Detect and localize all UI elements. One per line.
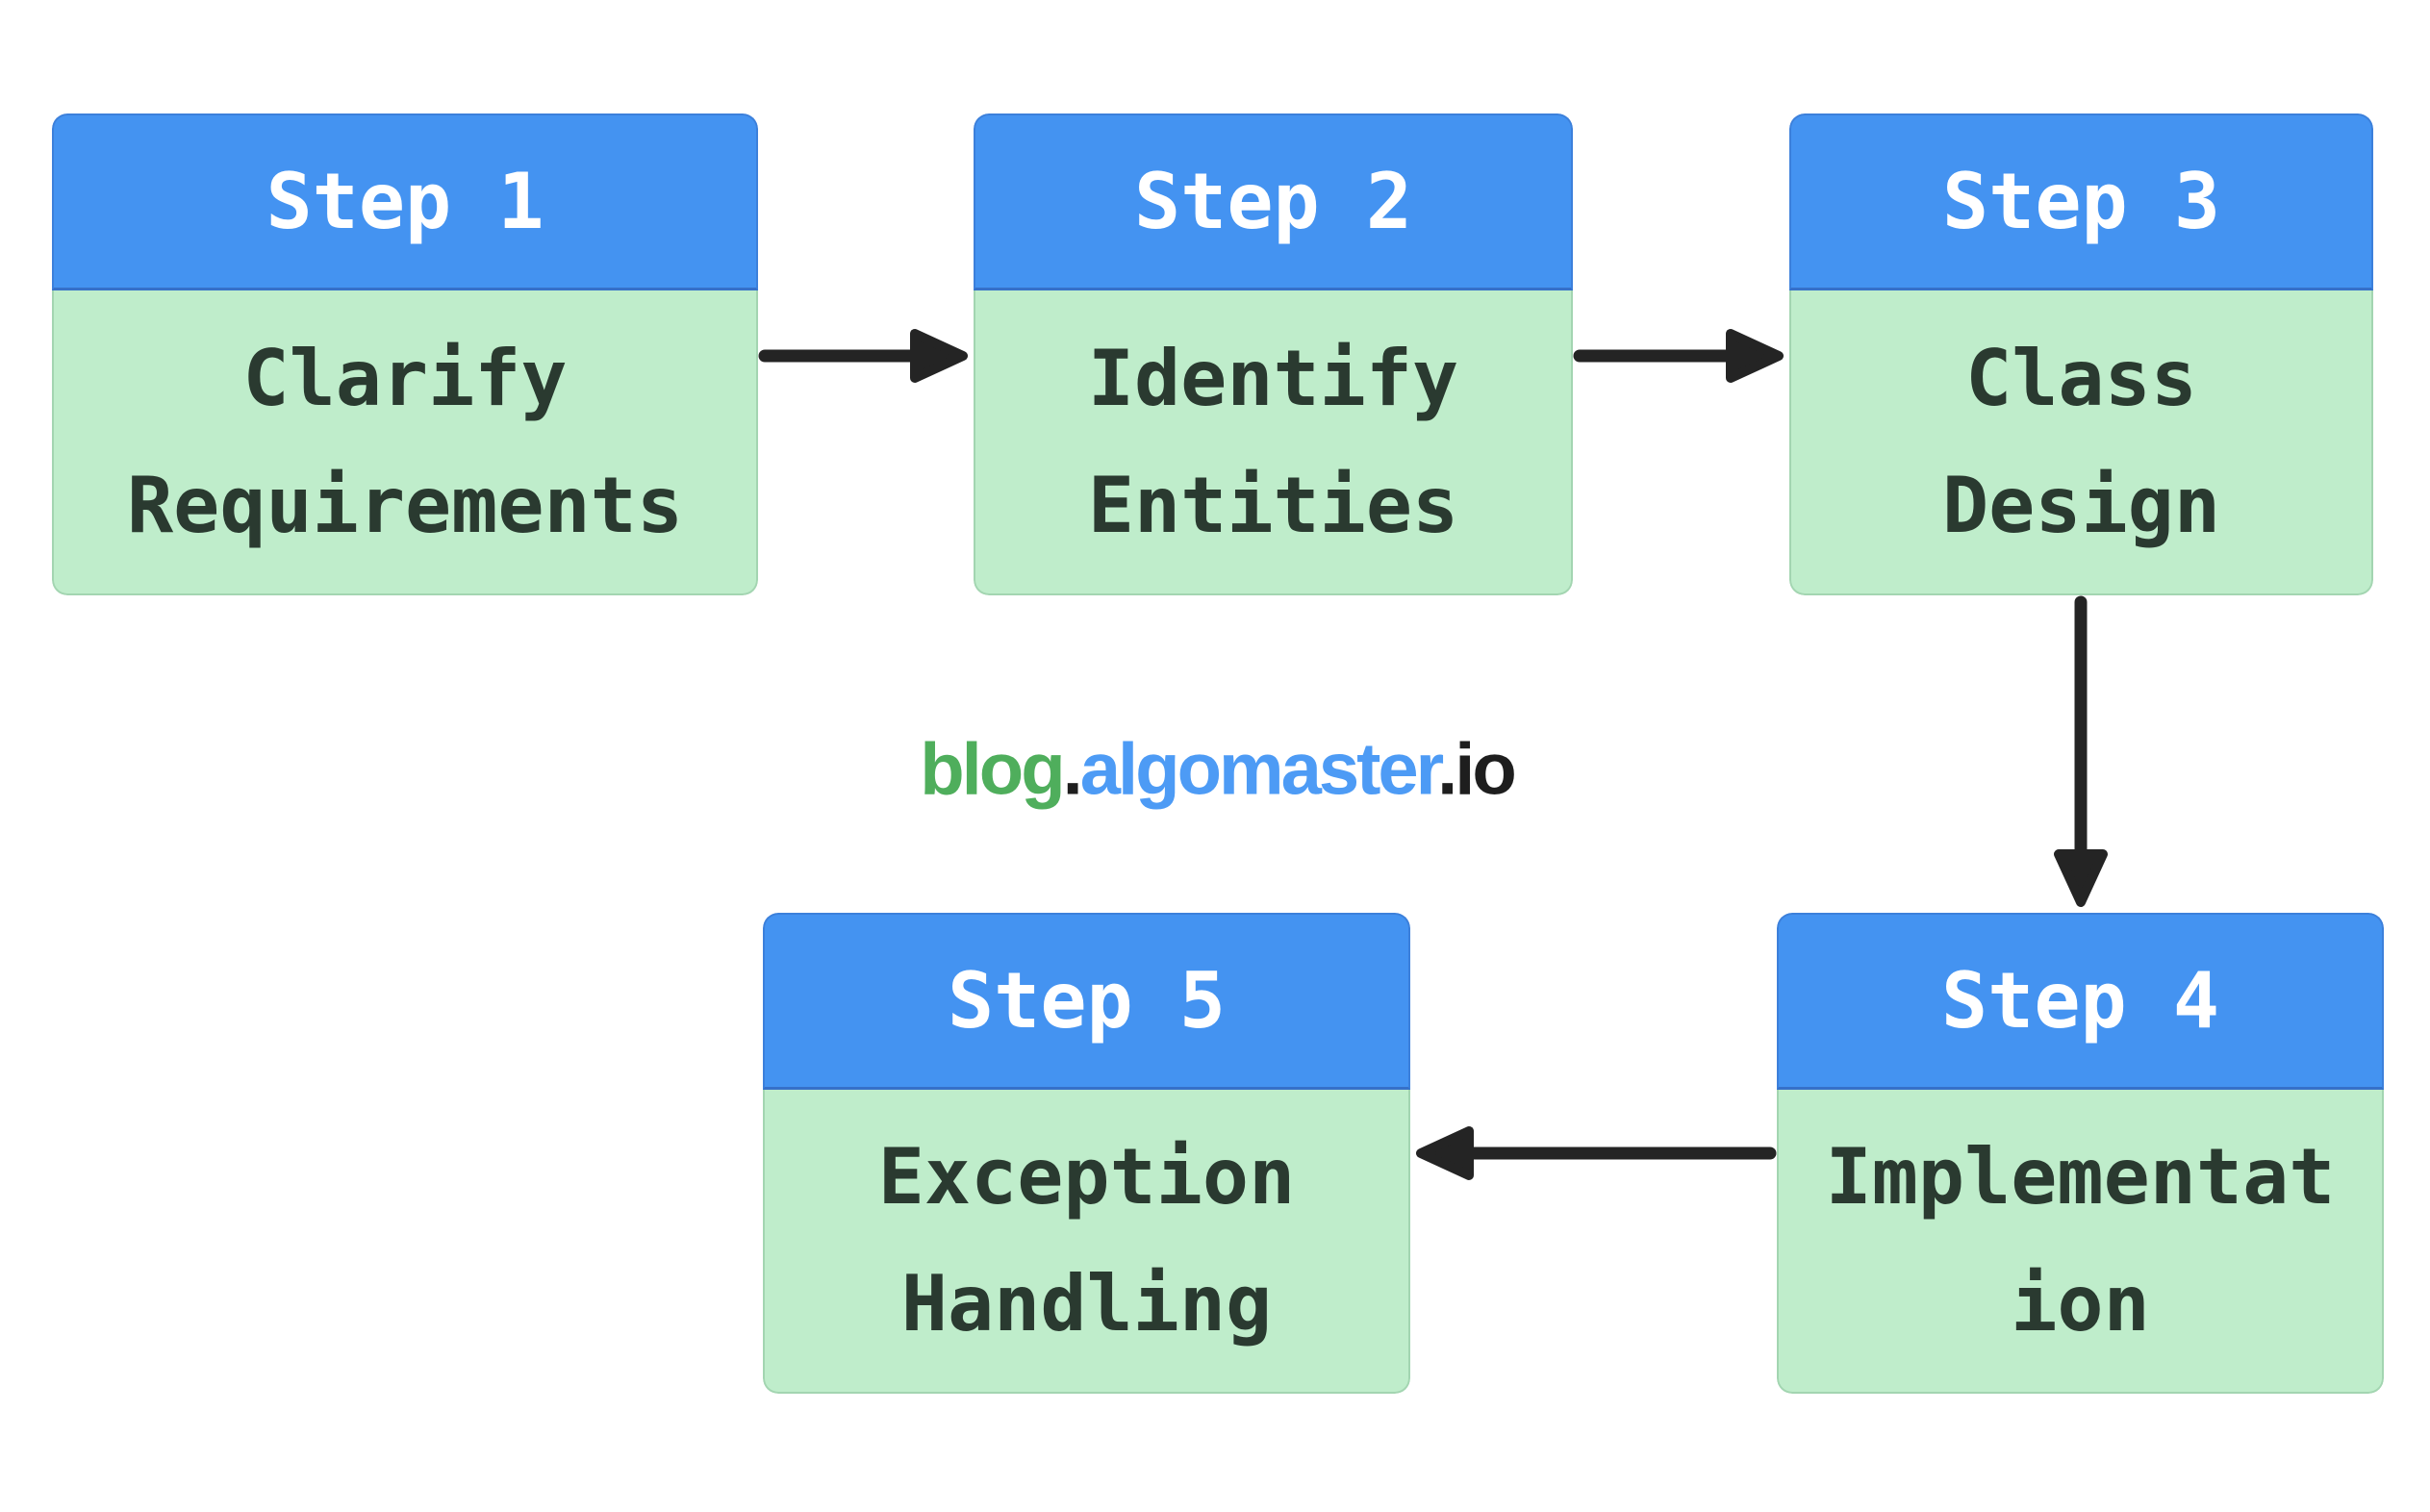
step-5-label: Exception Handling <box>877 1132 1296 1348</box>
step-2-header-label: Step 2 <box>1134 157 1412 246</box>
step-1-header: Step 1 <box>52 113 758 290</box>
step-2-label: Identify Entities <box>1087 333 1459 550</box>
step-3-header-label: Step 3 <box>1942 157 2220 246</box>
step-2-body: Identify Entities <box>974 290 1573 595</box>
step-1-body: Clarify Requirements <box>52 290 758 595</box>
step-4-label: Implementation <box>1825 1132 2336 1348</box>
watermark-dot-2: . <box>1437 728 1457 811</box>
arrow-step1-to-step2-icon <box>758 327 974 385</box>
watermark-part-algomaster: algomaster <box>1079 728 1440 811</box>
watermark-dot-1: . <box>1062 728 1083 811</box>
arrow-step3-to-step4-icon <box>2052 595 2110 913</box>
step-5-header-label: Step 5 <box>948 956 1226 1046</box>
step-4-body: Implementation <box>1777 1090 2384 1394</box>
arrow-step2-to-step3-icon <box>1573 327 1789 385</box>
step-5-card: Step 5 Exception Handling <box>763 913 1410 1394</box>
step-5-header: Step 5 <box>763 913 1410 1090</box>
step-1-header-label: Step 1 <box>266 157 544 246</box>
step-1-card: Step 1 Clarify Requirements <box>52 113 758 595</box>
step-3-header: Step 3 <box>1789 113 2373 290</box>
watermark-part-io: io <box>1455 728 1517 811</box>
step-2-header: Step 2 <box>974 113 1573 290</box>
step-5-body: Exception Handling <box>763 1090 1410 1394</box>
step-2-card: Step 2 Identify Entities <box>974 113 1573 595</box>
step-4-card: Step 4 Implementation <box>1777 913 2384 1394</box>
step-3-card: Step 3 Class Design <box>1789 113 2373 595</box>
step-3-body: Class Design <box>1789 290 2373 595</box>
watermark: blog.algomaster.io <box>920 728 1517 812</box>
watermark-part-blog: blog <box>920 728 1065 811</box>
step-4-header-label: Step 4 <box>1941 956 2219 1046</box>
step-4-header: Step 4 <box>1777 913 2384 1090</box>
step-3-label: Class Design <box>1942 333 2220 550</box>
arrow-step4-to-step5-icon <box>1410 1124 1777 1182</box>
step-1-label: Clarify Requirements <box>127 333 683 550</box>
